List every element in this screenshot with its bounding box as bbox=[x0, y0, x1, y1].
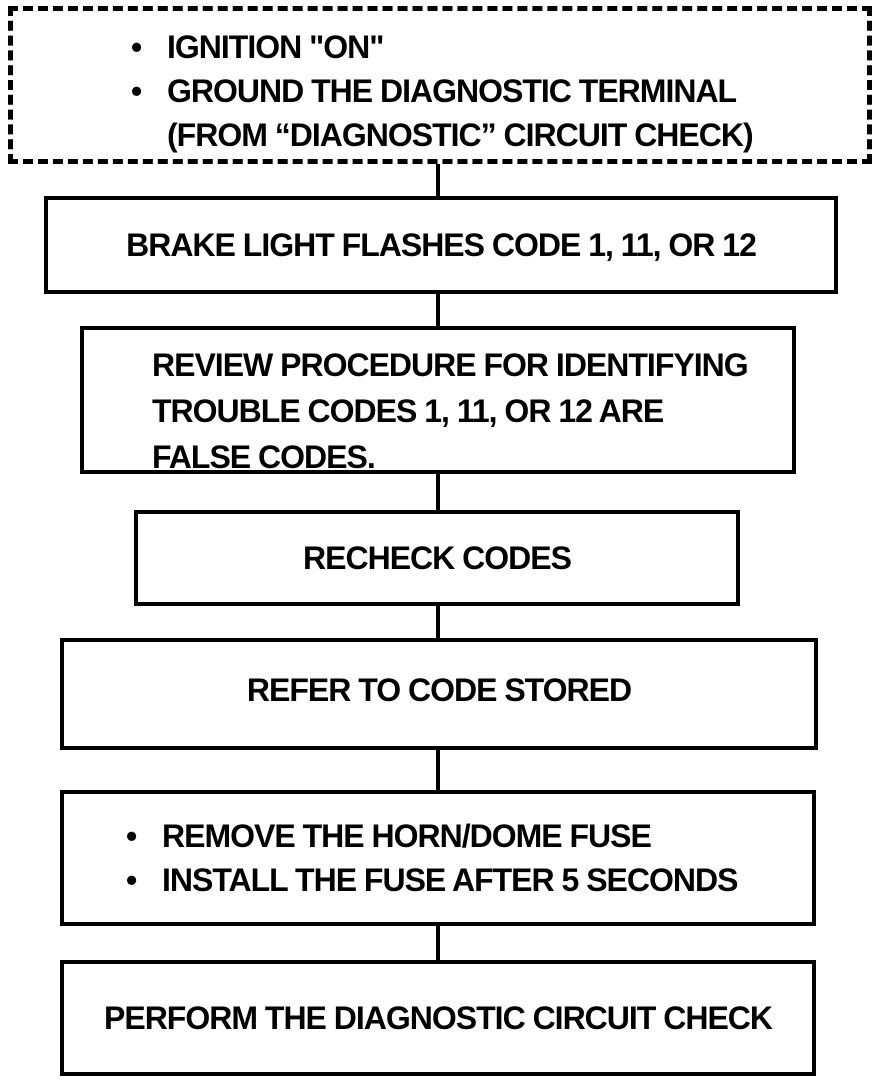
perform-diagnostic-check-box: PERFORM THE DIAGNOSTIC CIRCUIT CHECK bbox=[60, 960, 816, 1076]
recheck-codes-box: RECHECK CODES bbox=[134, 510, 740, 606]
connector-line bbox=[436, 750, 440, 792]
start-bullet-ignition: IGNITION "ON" bbox=[123, 25, 847, 69]
fuse-bullet-install: INSTALL THE FUSE AFTER 5 SECONDS bbox=[118, 858, 812, 902]
start-continuation-text: (FROM “DIAGNOSTIC” CIRCUIT CHECK) bbox=[167, 117, 754, 153]
horn-dome-fuse-box: REMOVE THE HORN/DOME FUSE INSTALL THE FU… bbox=[60, 790, 816, 926]
start-bullet-ground-terminal: GROUND THE DIAGNOSTIC TERMINAL bbox=[123, 69, 847, 113]
perform-diagnostic-check-text: PERFORM THE DIAGNOSTIC CIRCUIT CHECK bbox=[104, 999, 773, 1036]
horn-dome-fuse-list: REMOVE THE HORN/DOME FUSE INSTALL THE FU… bbox=[118, 814, 812, 902]
connector-line bbox=[436, 164, 440, 198]
fuse-bullet-remove: REMOVE THE HORN/DOME FUSE bbox=[118, 814, 812, 858]
start-condition-list: IGNITION "ON" GROUND THE DIAGNOSTIC TERM… bbox=[123, 25, 847, 113]
brake-light-flashes-box: BRAKE LIGHT FLASHES CODE 1, 11, OR 12 bbox=[44, 196, 838, 294]
review-procedure-line-3: FALSE CODES. bbox=[152, 439, 376, 475]
recheck-codes-text: RECHECK CODES bbox=[303, 539, 572, 576]
review-procedure-line-1: REVIEW PROCEDURE FOR IDENTIFYING bbox=[152, 347, 749, 383]
review-procedure-line-2: TROUBLE CODES 1, 11, OR 12 ARE bbox=[152, 393, 664, 429]
connector-line bbox=[436, 926, 440, 962]
refer-to-code-stored-text: REFER TO CODE STORED bbox=[246, 671, 632, 708]
connector-line bbox=[436, 294, 440, 328]
brake-light-flashes-text: BRAKE LIGHT FLASHES CODE 1, 11, OR 12 bbox=[126, 226, 757, 263]
refer-to-code-stored-box: REFER TO CODE STORED bbox=[60, 638, 818, 750]
start-condition-box: IGNITION "ON" GROUND THE DIAGNOSTIC TERM… bbox=[8, 6, 872, 164]
connector-line bbox=[436, 474, 440, 512]
connector-line bbox=[436, 606, 440, 640]
review-procedure-box: REVIEW PROCEDURE FOR IDENTIFYING TROUBLE… bbox=[80, 326, 796, 475]
